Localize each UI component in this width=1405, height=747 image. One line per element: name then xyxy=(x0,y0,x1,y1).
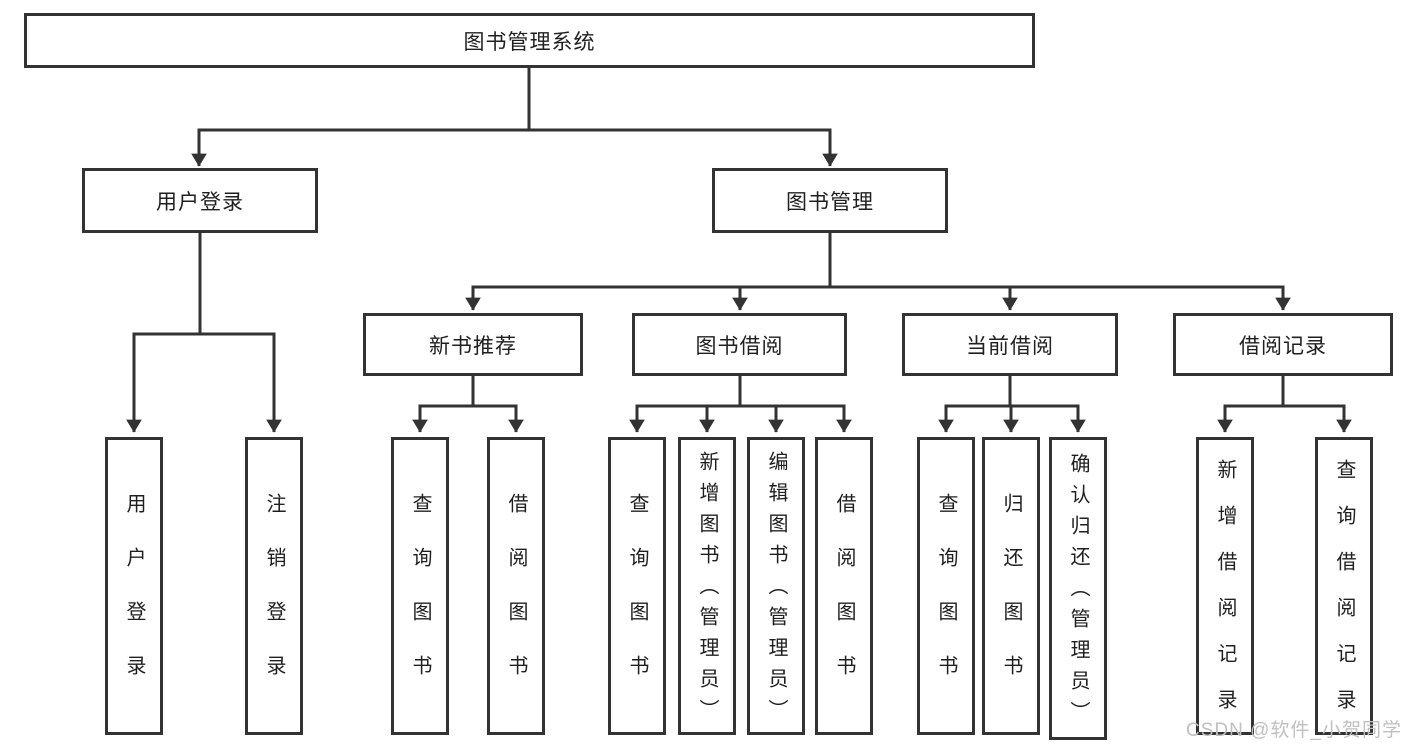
node-library-management-system: 图书管理系统 xyxy=(24,13,1035,68)
node-current-borrow: 当前借阅 xyxy=(902,313,1118,376)
leaf-label: 借阅图书 xyxy=(833,493,855,709)
node-user-login: 用户登录 xyxy=(82,168,318,233)
node-book-management: 图书管理 xyxy=(712,168,948,233)
leaf-query-books: 查询图书 xyxy=(917,437,975,735)
leaf-label: 借阅图书 xyxy=(505,493,527,709)
leaf-query-borrow-record: 查询借阅记录 xyxy=(1315,437,1373,735)
leaf-add-borrow-record: 新增借阅记录 xyxy=(1196,437,1254,735)
node-new-book-recommend: 新书推荐 xyxy=(363,313,583,376)
leaf-label: 查询图书 xyxy=(935,493,957,709)
csdn-watermark: CSDN @软件_小贺同学 xyxy=(1186,720,1402,741)
leaf-return-book: 归还图书 xyxy=(982,437,1040,735)
leaf-confirm-return-admin: 确认归还（管理员） xyxy=(1049,437,1107,740)
leaf-label: 注销登录 xyxy=(263,493,285,709)
leaf-add-book-admin: 新增图书（管理员） xyxy=(678,437,736,735)
leaf-label: 新增图书（管理员） xyxy=(696,450,718,730)
leaf-borrow-books: 借阅图书 xyxy=(815,437,873,735)
leaf-label: 查询借阅记录 xyxy=(1333,459,1355,735)
leaf-query-books: 查询图书 xyxy=(608,437,666,735)
leaf-label: 归还图书 xyxy=(1000,493,1022,709)
node-book-borrow: 图书借阅 xyxy=(632,313,847,376)
node-borrow-records: 借阅记录 xyxy=(1173,313,1393,376)
leaf-user-login: 用户登录 xyxy=(105,437,163,735)
leaf-label: 编辑图书（管理员） xyxy=(765,450,787,730)
leaf-borrow-books: 借阅图书 xyxy=(487,437,545,735)
leaf-edit-book-admin: 编辑图书（管理员） xyxy=(747,437,805,735)
leaf-label: 确认归还（管理员） xyxy=(1067,453,1089,732)
leaf-label: 查询图书 xyxy=(626,493,648,709)
leaf-query-books: 查询图书 xyxy=(391,437,449,735)
leaf-label: 新增借阅记录 xyxy=(1214,459,1236,735)
leaf-logout: 注销登录 xyxy=(245,437,303,735)
leaf-label: 查询图书 xyxy=(409,493,431,709)
leaf-label: 用户登录 xyxy=(123,493,145,709)
